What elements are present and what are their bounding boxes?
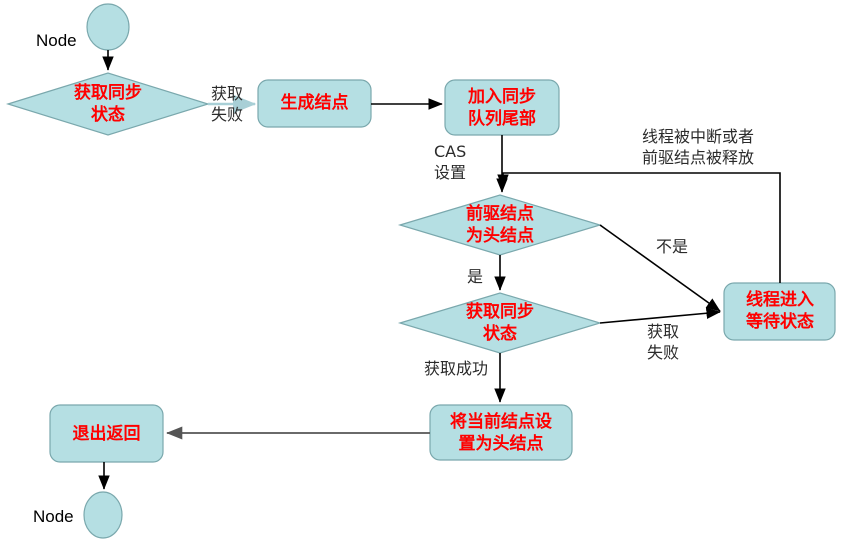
connector-acquire2-fail-to-wait xyxy=(599,307,721,324)
end-node-shape xyxy=(83,491,123,539)
connector-wait-feedback-to-pred-head xyxy=(497,172,781,283)
process-set-head-shape xyxy=(429,404,573,461)
decision-acquire-state-2-shape xyxy=(397,292,603,354)
process-thread-wait-shape xyxy=(723,282,836,341)
decision-acquire-state-1-shape xyxy=(5,72,211,136)
process-create-node-shape xyxy=(257,79,372,128)
decision-pred-is-head-shape xyxy=(397,194,603,256)
connector-pred-head-not-to-wait xyxy=(599,224,721,312)
process-enqueue-tail-shape xyxy=(444,79,560,136)
start-node-shape xyxy=(86,3,130,51)
process-exit-return-shape xyxy=(49,404,164,463)
